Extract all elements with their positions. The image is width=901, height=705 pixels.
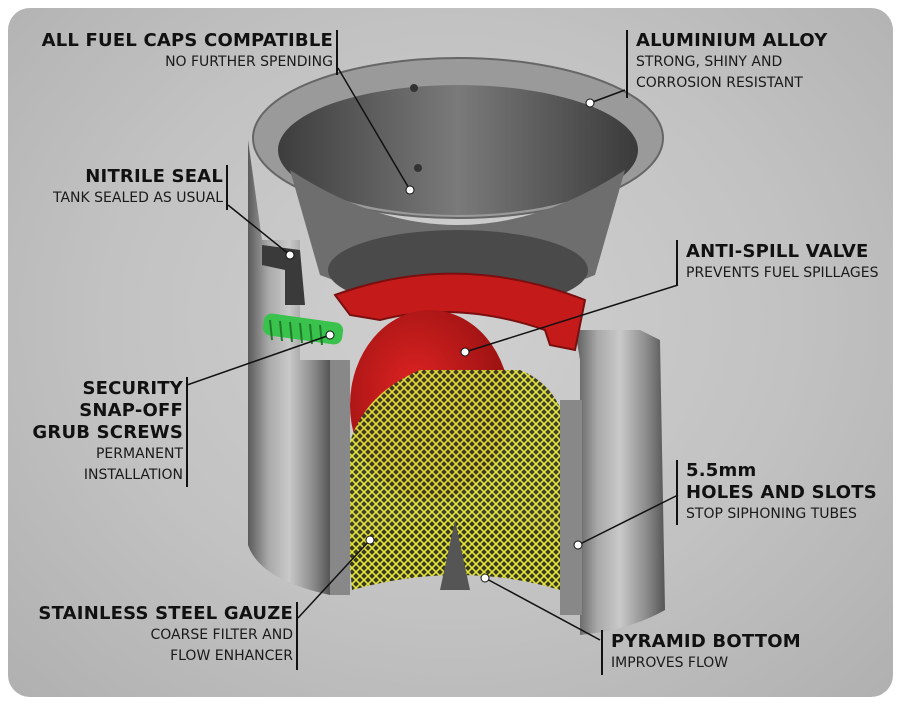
screws-title-2: SNAP-OFF	[79, 400, 183, 421]
gauze-bar	[296, 602, 298, 670]
pyramid-callout: PYRAMID BOTTOM IMPROVES FLOW	[611, 631, 801, 674]
screws-sub-2: INSTALLATION	[83, 467, 183, 483]
gauze-basket	[345, 370, 570, 590]
screws-title-3: GRUB SCREWS	[32, 422, 183, 443]
screws-bar	[186, 377, 188, 487]
inner-wall-right	[560, 400, 582, 615]
alloy-title: ALUMINIUM ALLOY	[636, 30, 828, 51]
seal-bar	[226, 165, 228, 210]
fuel-caps-sub: NO FURTHER SPENDING	[165, 54, 333, 70]
alloy-sub-2: CORROSION RESISTANT	[636, 75, 803, 91]
holes-title-2: HOLES AND SLOTS	[686, 482, 877, 503]
gauze-sub-1: COARSE FILTER AND	[150, 627, 294, 643]
holes-title-1: 5.5mm	[686, 460, 757, 481]
seal-sub: TANK SEALED AS USUAL	[52, 190, 223, 206]
valve-title: ANTI-SPILL VALVE	[686, 241, 869, 262]
valve-sub: PREVENTS FUEL SPILLAGES	[686, 265, 879, 281]
seal-ring	[262, 245, 305, 305]
pyramid-sub: IMPROVES FLOW	[611, 655, 729, 671]
gauze-title: STAINLESS STEEL GAUZE	[38, 603, 293, 624]
alloy-sub-1: STRONG, SHINY AND	[636, 54, 783, 70]
valve-callout: ANTI-SPILL VALVE PREVENTS FUEL SPILLAGES	[686, 241, 879, 284]
fuel-caps-callout: ALL FUEL CAPS COMPATIBLE NO FURTHER SPEN…	[42, 30, 333, 73]
gauze-sub-2: FLOW ENHANCER	[170, 648, 293, 664]
pyramid-bar	[601, 630, 603, 675]
pyramid-title: PYRAMID BOTTOM	[611, 631, 801, 652]
screws-title-1: SECURITY	[82, 378, 183, 399]
holes-callout: 5.5mm HOLES AND SLOTS STOP SIPHONING TUB…	[686, 460, 877, 525]
leader-lines	[186, 67, 679, 641]
seal-title: NITRILE SEAL	[85, 166, 223, 187]
inner-wall-left	[330, 360, 350, 595]
alloy-bar	[626, 30, 628, 98]
seal-callout: NITRILE SEAL TANK SEALED AS USUAL	[53, 166, 223, 209]
screws-sub-1: PERMANENT	[95, 446, 183, 462]
fuel-caps-title: ALL FUEL CAPS COMPATIBLE	[41, 30, 333, 51]
holes-bar	[676, 460, 678, 525]
alloy-callout: ALUMINIUM ALLOY STRONG, SHINY AND CORROS…	[636, 30, 827, 94]
fuel-caps-bar	[336, 30, 338, 75]
leader-dots	[285, 98, 595, 583]
gauze-callout: STAINLESS STEEL GAUZE COARSE FILTER AND …	[38, 603, 293, 667]
screws-callout: SECURITY SNAP-OFF GRUB SCREWS PERMANENT …	[32, 378, 183, 486]
valve-bar	[676, 240, 678, 285]
holes-sub: STOP SIPHONING TUBES	[686, 506, 857, 522]
